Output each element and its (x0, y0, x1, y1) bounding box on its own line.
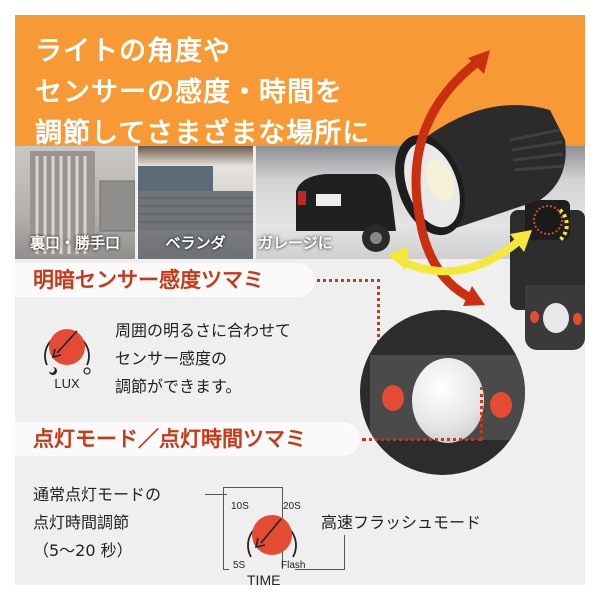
photo-label-garage: ガレージに (258, 234, 333, 252)
dial-label-20s: 20S (283, 501, 301, 512)
lux-description-line-3: 調節ができます。 (115, 377, 242, 396)
time-dial-icon (247, 515, 297, 558)
bracket-connector-left (205, 494, 227, 495)
time-description-line-2: 点灯時間調節 (33, 513, 130, 532)
time-leader-line (362, 438, 482, 441)
bracket-5s (223, 540, 229, 570)
flash-mode-label: 高速フラッシュモード (321, 513, 482, 532)
pir-sensor-dome (412, 358, 484, 443)
lux-dial-icon (44, 329, 91, 375)
headline-line-2: センサーの感度・時間を (35, 77, 343, 108)
time-description: 通常点灯モードの 点灯時間調節 （5〜20 秒） (33, 481, 161, 565)
photo-balcony: ベランダ (138, 146, 253, 259)
sensor-unit-dome (543, 303, 569, 333)
product-panel: ライトの角度や センサーの感度・時間を 調節してさまざまな場所に 裏口・勝手口 (15, 15, 585, 585)
dial-label-flash: Flash (281, 560, 306, 571)
dial-label-5s: 5S (233, 560, 246, 571)
photo-gate: 裏口・勝手口 (15, 146, 135, 259)
bracket-flash-mode (295, 535, 345, 570)
sensor-unit-thumbnail (525, 285, 585, 350)
time-description-line-3: （5〜20 秒） (33, 541, 133, 560)
sensor-unit-knob-right (573, 313, 582, 325)
lux-knob-title: 明暗センサー感度ツマミ (15, 263, 315, 297)
photo-label-gate: 裏口・勝手口 (29, 234, 120, 252)
lux-icon-label: LUX (54, 376, 80, 391)
lux-leader-line (317, 279, 380, 367)
sensor-closeup (360, 310, 525, 475)
sensor-unit-knob-left (530, 311, 539, 323)
balcony-illustration (138, 166, 253, 231)
headline-line-3: 調節してさまざまな場所に (35, 118, 371, 149)
headline-banner: ライトの角度や センサーの感度・時間を 調節してさまざまな場所に (15, 15, 585, 149)
time-knob-title: 点灯モード／点灯時間ツマミ (15, 422, 360, 456)
time-leader-line-vertical (480, 387, 483, 440)
garage-car-illustration (296, 174, 396, 252)
gate-illustration (30, 151, 135, 256)
headline-line-1: ライトの角度や (35, 36, 231, 67)
time-icon-label: TIME (247, 572, 281, 585)
lux-description: 周囲の明るさに合わせて センサー感度の 調節ができます。 (115, 317, 291, 401)
dial-label-10s: 10S (231, 501, 249, 512)
time-description-line-1: 通常点灯モードの (33, 485, 162, 504)
floodlight-illustration (388, 50, 585, 310)
lux-description-line-2: センサー感度の (115, 349, 228, 368)
lux-description-line-1: 周囲の明るさに合わせて (115, 321, 292, 340)
time-knob (490, 392, 512, 418)
photo-label-balcony: ベランダ (165, 234, 226, 252)
lux-knob (382, 385, 404, 411)
